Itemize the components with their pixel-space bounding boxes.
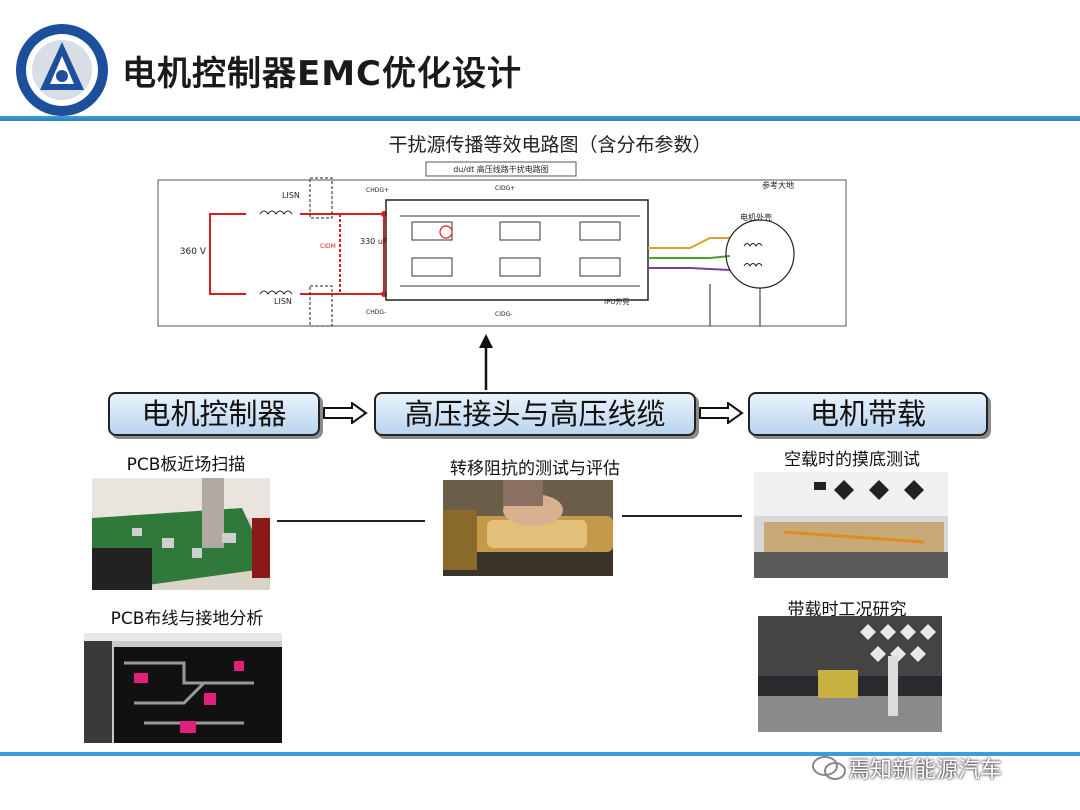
hv-connector-cable-box: 高压接头与高压线缆 — [374, 392, 696, 436]
no-load-test-photo — [754, 472, 948, 578]
circuit-inner-title: du/dt 高压线路干扰电路图 — [453, 164, 549, 174]
capacitor-label: 330 uF — [360, 237, 388, 246]
motor-load-box: 电机带载 — [748, 392, 988, 436]
load-condition-test-photo — [758, 616, 942, 732]
wechat-icon — [812, 756, 846, 780]
watermark-text: 焉知新能源汽车 — [848, 758, 1003, 783]
connector-line — [277, 520, 425, 522]
circuit-caption: 干扰源传播等效电路图（含分布参数） — [388, 134, 712, 156]
ground-label: 参考大地 — [762, 180, 794, 190]
cidg-minus-label: CIDG- — [495, 311, 512, 318]
header-divider — [0, 116, 1080, 121]
pcb-layout-analysis-screenshot — [84, 633, 282, 743]
right-arrow-icon — [699, 402, 744, 424]
transfer-impedance-test-photo — [443, 480, 613, 576]
right-arrow-icon — [323, 402, 368, 424]
cidg-plus-label: CIDG+ — [495, 185, 515, 192]
connector-line — [622, 515, 742, 517]
footer-divider — [0, 752, 1080, 756]
load-caption: 带载时工况研究 — [787, 600, 907, 620]
caeri-logo — [16, 24, 108, 116]
page-title: 电机控制器EMC优化设计 — [122, 54, 523, 94]
transfer-impedance-caption: 转移阻抗的测试与评估 — [450, 459, 620, 479]
pcb-near-field-scan-photo — [92, 478, 270, 590]
up-arrow-icon — [479, 334, 493, 390]
lisn-top-label: LISN — [282, 191, 300, 200]
motor-controller-box: 电机控制器 — [108, 392, 320, 436]
chdg-minus-label: CHDG- — [366, 309, 386, 316]
pcb-scan-caption: PCB板近场扫描 — [126, 455, 246, 475]
voltage-label: 360 V — [180, 247, 207, 257]
motor-label: 电机外壳 — [740, 212, 772, 222]
equivalent-circuit-diagram: du/dt 高压线路干扰电路图 参考大地 360 V 330 uF CIDM L… — [157, 161, 847, 327]
cidm-label: CIDM — [320, 243, 336, 250]
ipu-label: IPU外壳 — [604, 297, 629, 306]
no-load-caption: 空载时的摸底测试 — [784, 450, 920, 470]
pcb-layout-caption: PCB布线与接地分析 — [110, 609, 264, 629]
chdg-plus-label: CHDG+ — [366, 187, 389, 194]
lisn-bottom-label: LISN — [274, 297, 292, 306]
